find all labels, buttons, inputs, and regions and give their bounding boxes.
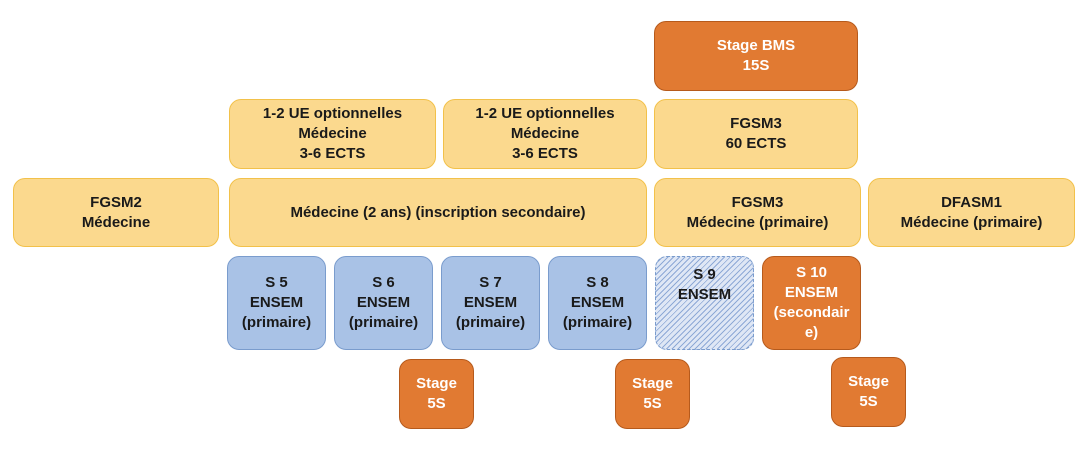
semester-box-s5: S 5 ENSEM (primaire) [227,256,326,350]
ue-optionnelles-title: 1-2 UE optionnelles [262,105,403,122]
stage-box-3: Stage 5S [831,357,906,427]
stage-bms-box: Stage BMS 15S [654,21,858,91]
ue-optionnelles-subject: Médecine [510,125,580,142]
semester-label: S 5 [265,274,288,291]
semester-status: (primaire) [241,314,312,331]
stage-title: Stage [848,373,889,390]
semester-school: ENSEM [570,294,625,311]
dfasm1-subject: Médecine (primaire) [900,213,1043,231]
semester-label: S 10 [796,264,827,281]
dfasm1-title: DFASM1 [941,193,1002,211]
semester-status: (primaire) [348,314,419,331]
semester-school: ENSEM [356,294,411,311]
fgsm3-ects-box: FGSM3 60 ECTS [654,99,858,169]
semester-label: S 8 [586,274,609,291]
semester-box-s9: S 9 ENSEM [655,256,754,350]
fgsm3-primaire-title: FGSM3 [731,193,784,211]
semester-label: S 9 [693,266,716,283]
semester-box-s8: S 8 ENSEM (primaire) [548,256,647,350]
semester-status: (primaire) [562,314,633,331]
semester-status: (primaire) [455,314,526,331]
semester-school: ENSEM [249,294,304,311]
ue-optionnelles-box-2: 1-2 UE optionnelles Médecine 3-6 ECTS [443,99,647,169]
semester-box-s6: S 6 ENSEM (primaire) [334,256,433,350]
ue-optionnelles-box-1: 1-2 UE optionnelles Médecine 3-6 ECTS [229,99,436,169]
stage-box-1: Stage 5S [399,359,474,429]
ue-optionnelles-subject: Médecine [298,125,367,142]
semester-school: ENSEM [677,286,732,303]
semester-box-s10: S 10 ENSEM (secondair e) [762,256,861,350]
stage-bms-title: Stage BMS [716,37,796,54]
semester-school: ENSEM [784,284,839,301]
stage-duration: 5S [859,393,878,410]
fgsm3-primaire-subject: Médecine (primaire) [686,213,829,231]
fgsm2-box: FGSM2 Médecine [13,178,219,247]
fgsm2-title: FGSM2 [90,193,142,211]
semester-label: S 7 [479,274,502,291]
semester-status: (secondair [773,304,850,321]
ue-optionnelles-credits: 3-6 ECTS [299,145,366,162]
semester-school: ENSEM [463,294,518,311]
medecine-2ans-box: Médecine (2 ans) (inscription secondaire… [229,178,647,247]
semester-label: S 6 [372,274,395,291]
medecine-2ans-label: Médecine (2 ans) (inscription secondaire… [290,203,586,221]
stage-bms-duration: 15S [742,57,770,74]
stage-duration: 5S [643,395,662,412]
ue-optionnelles-credits: 3-6 ECTS [512,145,578,162]
stage-title: Stage [632,375,673,392]
fgsm3-ects-title: FGSM3 [730,115,782,132]
stage-title: Stage [416,375,457,392]
stage-duration: 5S [427,395,446,412]
semester-status-cont: e) [804,324,819,341]
stage-box-2: Stage 5S [615,359,690,429]
ue-optionnelles-title: 1-2 UE optionnelles [475,105,615,122]
semester-box-s7: S 7 ENSEM (primaire) [441,256,540,350]
fgsm3-ects-credits: 60 ECTS [725,135,787,152]
fgsm2-subject: Médecine [81,213,151,231]
dfasm1-box: DFASM1 Médecine (primaire) [868,178,1075,247]
fgsm3-primaire-box: FGSM3 Médecine (primaire) [654,178,861,247]
